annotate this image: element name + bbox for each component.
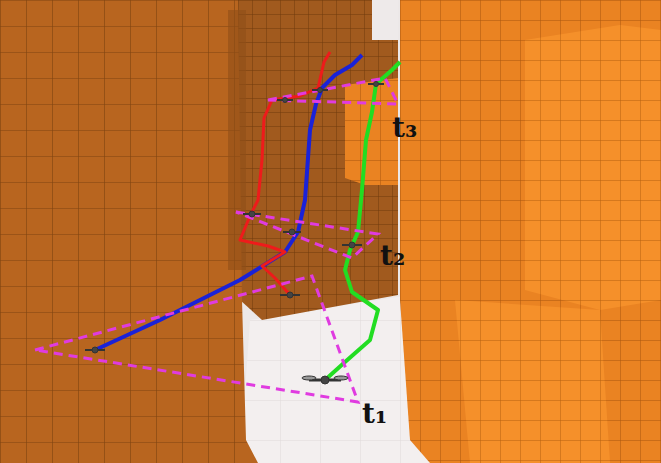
back-wall [222,0,398,320]
red-trajectory [240,52,330,295]
left-wall [0,0,258,463]
time-label: t₁ [362,400,387,428]
sky-gap [372,0,398,40]
right-lower-block [455,300,610,463]
small-block [345,78,398,185]
drone-icons [85,82,384,385]
green-trajectory [325,62,400,380]
right-block [525,25,661,310]
time-label: t₂ [380,242,405,270]
time-label: t₃ [392,114,417,142]
formation-triangle [35,276,358,402]
formation-triangle [236,212,378,258]
formation-triangle [268,78,398,104]
right-wall [400,0,661,463]
